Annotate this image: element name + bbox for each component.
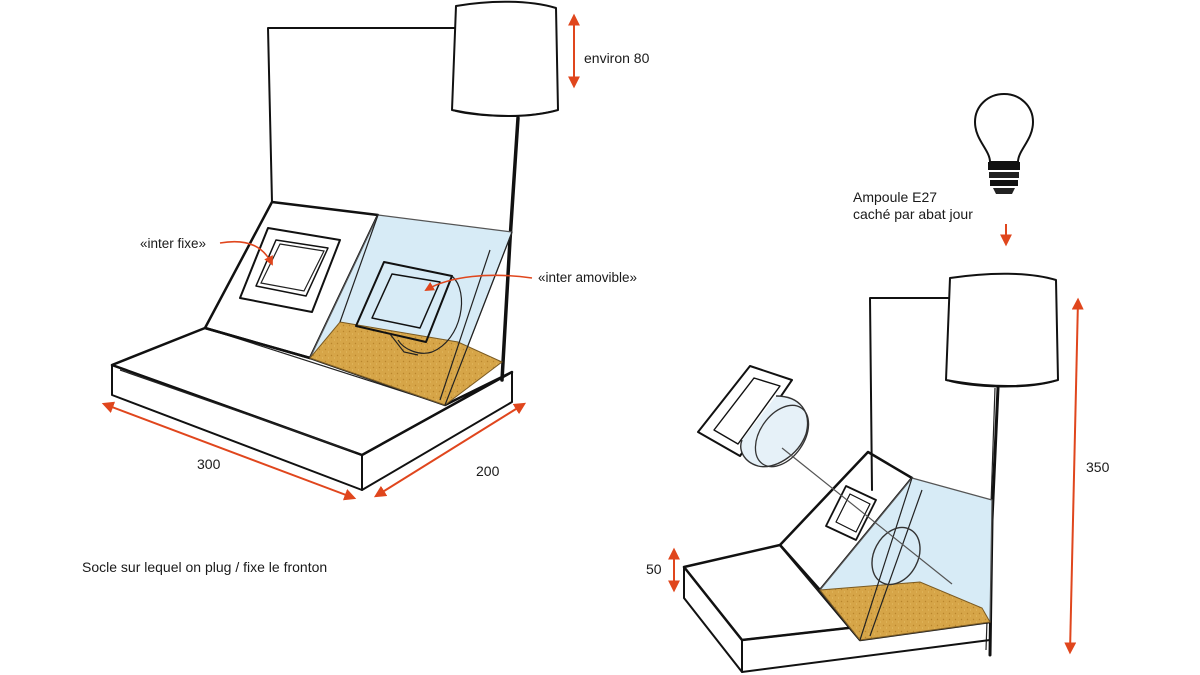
right-lampshade: [945, 272, 1059, 387]
left-base-front: [111, 364, 363, 491]
left-removable-switch: [355, 261, 463, 356]
dim-300-label: 300: [197, 456, 221, 472]
ampoule-label-line2: caché par abat jour: [853, 206, 973, 222]
right-sand-floor: [819, 581, 991, 641]
dim-300-arrow: [101, 401, 357, 501]
bulb-icon: [973, 92, 1035, 194]
inter-amovible-label: «inter amovible»: [538, 270, 637, 285]
dim-200-arrow: [373, 402, 527, 498]
inter-fixe-label: «inter fixe»: [140, 236, 206, 251]
right-ring: [871, 526, 921, 586]
left-sand-floor: [309, 321, 503, 406]
right-back-frame: [869, 297, 949, 491]
left-assembly: [101, 0, 580, 501]
right-base-front: [683, 566, 743, 673]
dim-350-arrow: [1064, 297, 1084, 655]
right-guide-line: [781, 447, 953, 585]
caption-label: Socle sur lequel on plug / fixe le front…: [82, 559, 327, 575]
left-back-post: [500, 116, 520, 382]
environ-label: environ 80: [584, 50, 650, 66]
right-removable-switch: [697, 365, 810, 468]
left-lampshade: [451, 0, 559, 117]
ampoule-label-line1: Ampoule E27: [853, 189, 937, 205]
left-fixed-switch: [239, 227, 341, 313]
right-fixed-switch: [825, 485, 877, 541]
dim-50-label: 50: [646, 561, 662, 577]
right-assembly: [668, 272, 1084, 673]
inter-amovible-callout: [424, 274, 533, 291]
dim-200-label: 200: [476, 463, 500, 479]
dim-350-label: 350: [1086, 459, 1110, 475]
inter-fixe-callout: [219, 240, 273, 266]
left-back-frame: [267, 27, 456, 203]
